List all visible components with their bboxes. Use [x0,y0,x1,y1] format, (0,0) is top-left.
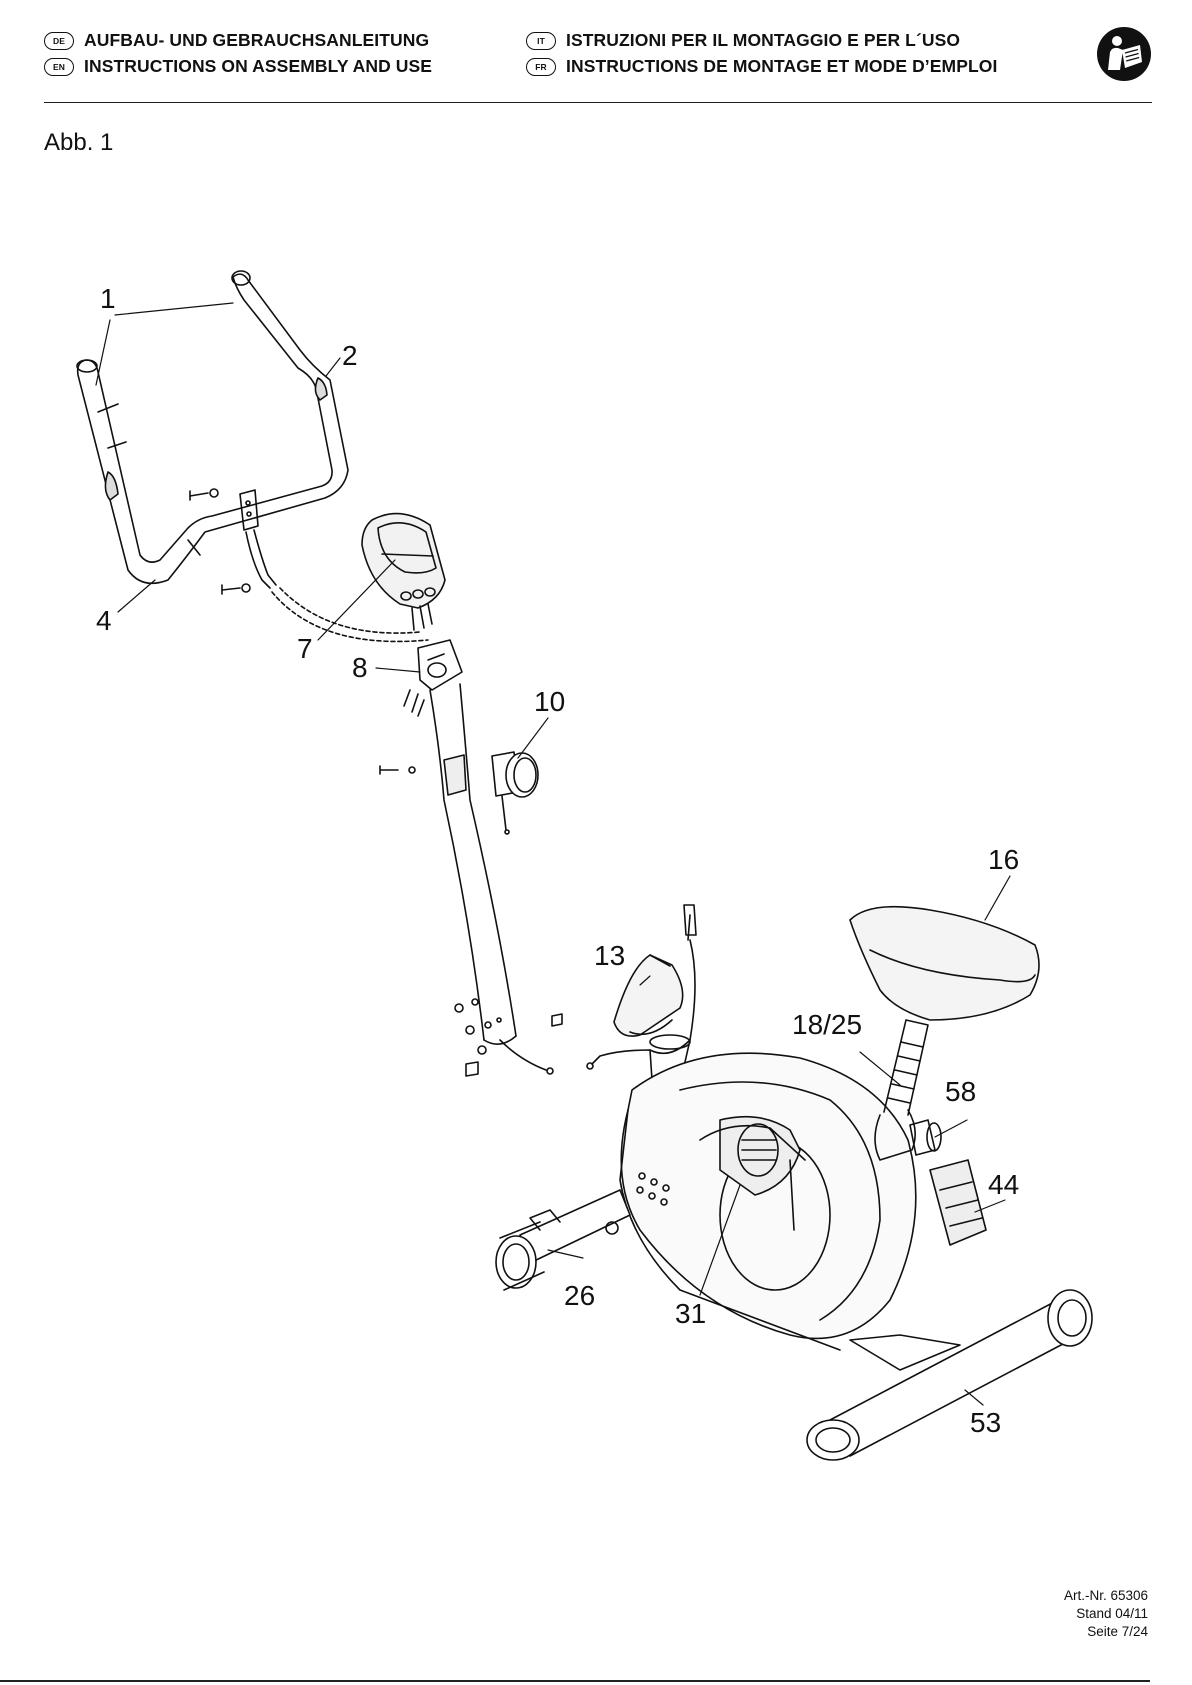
bottom-rule [0,1680,1150,1682]
page-number: Seite 7/24 [1064,1623,1148,1641]
part-number-26: 26 [564,1280,595,1311]
part-number-53: 53 [970,1407,1001,1438]
part-number-44: 44 [988,1169,1019,1200]
part-number-1: 1 [100,283,116,314]
document-footer: Art.-Nr. 65306 Stand 04/11 Seite 7/24 [1064,1587,1148,1641]
part-number-7: 7 [297,633,313,664]
part-number-10: 10 [534,686,565,717]
part-number-13: 13 [594,940,625,971]
computer-drawing [362,514,445,630]
revision-date: Stand 04/11 [1064,1605,1148,1623]
article-number: Art.-Nr. 65306 [1064,1587,1148,1605]
part-number-8: 8 [352,652,368,683]
part-number-2: 2 [342,340,358,371]
cover-drawing [587,905,696,1069]
part-number-18-25: 18/25 [792,1009,862,1040]
part-number-58: 58 [945,1076,976,1107]
part-number-16: 16 [988,844,1019,875]
part-number-4: 4 [96,605,112,636]
tension-knob-drawing [492,752,538,834]
part-number-31: 31 [675,1298,706,1329]
handlebar-drawing [77,271,348,583]
